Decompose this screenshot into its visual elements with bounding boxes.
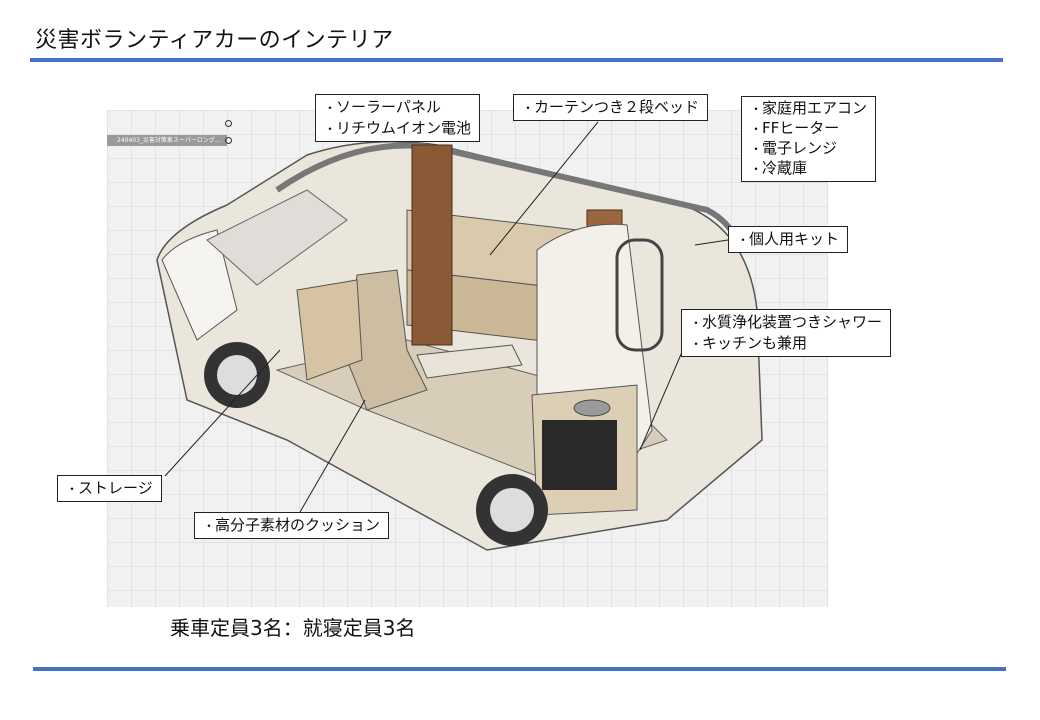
- label-item: ストレージ: [66, 478, 153, 499]
- label-item: 個人用キット: [737, 229, 839, 250]
- label-item: リチウムイオン電池: [324, 118, 471, 139]
- title-divider: [30, 58, 1003, 62]
- label-item: FFヒーター: [750, 119, 867, 139]
- label-item: 高分子素材のクッション: [203, 515, 380, 536]
- label-item: 水質浄化装置つきシャワー: [690, 312, 882, 333]
- radio-icon: [225, 137, 232, 144]
- file-tab: 240403_災害対策車スーパーロング…: [107, 135, 227, 146]
- label-personal-kit: 個人用キット: [728, 226, 849, 253]
- label-item: 冷蔵庫: [750, 159, 867, 179]
- label-appliances: 家庭用エアコン FFヒーター 電子レンジ 冷蔵庫: [741, 96, 877, 182]
- radio-icon: [225, 120, 232, 127]
- capacity-caption: 乗車定員3名：就寝定員3名: [170, 616, 416, 640]
- footer-divider: [33, 667, 1006, 671]
- label-storage: ストレージ: [57, 475, 162, 502]
- label-item: カーテンつき２段ベッド: [522, 97, 699, 118]
- label-item: 家庭用エアコン: [750, 99, 867, 119]
- label-item: ソーラーパネル: [324, 97, 471, 118]
- label-cushion: 高分子素材のクッション: [194, 512, 390, 539]
- label-item: キッチンも兼用: [690, 333, 882, 354]
- label-bunk-bed: カーテンつき２段ベッド: [513, 94, 709, 121]
- slide-title: 災害ボランティアカーのインテリア: [35, 28, 394, 53]
- label-item: 電子レンジ: [750, 139, 867, 159]
- van-interior-illustration: 240403_災害対策車スーパーロング…: [107, 110, 828, 607]
- van-drawing: [156, 140, 763, 551]
- label-shower: 水質浄化装置つきシャワー キッチンも兼用: [681, 309, 892, 357]
- label-solar-power: ソーラーパネル リチウムイオン電池: [315, 94, 481, 142]
